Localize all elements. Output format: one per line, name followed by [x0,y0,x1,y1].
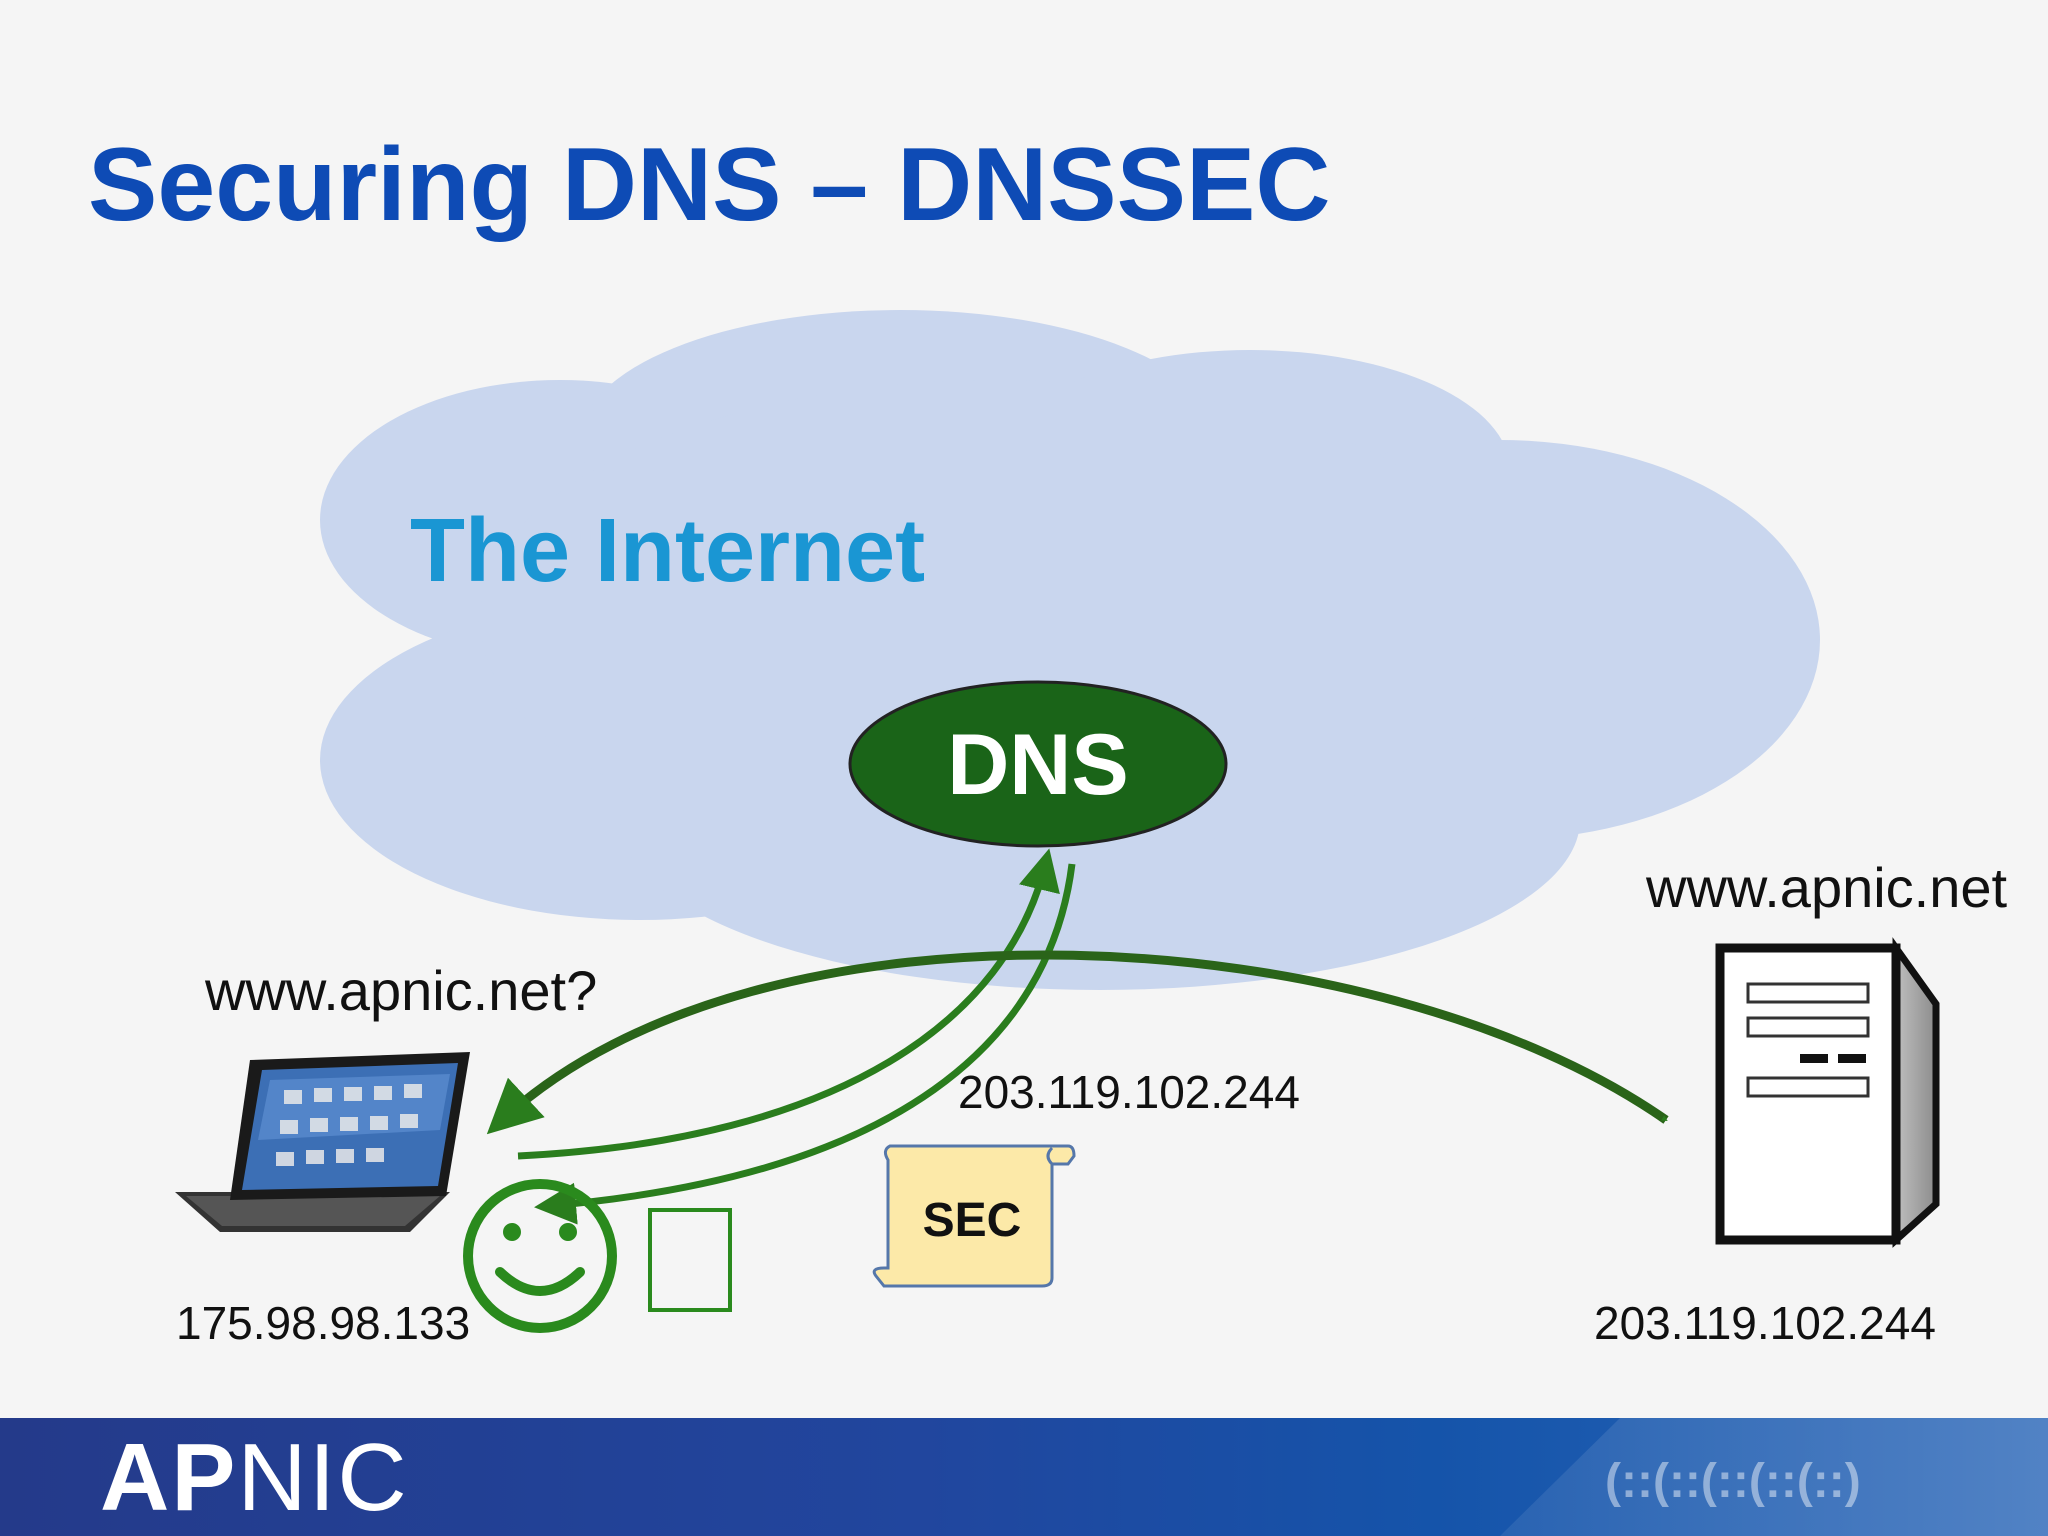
query-arrow [517,848,1060,1160]
dns-answer-ip-label: 203.119.102.244 [958,1066,1300,1118]
dns-node-label: DNS [947,717,1129,813]
apnic-logo: APNIC [100,1430,409,1526]
sec-scroll-badge [872,1144,1076,1288]
client-query-label: www.apnic.net? [205,959,598,1022]
response-arrow [534,863,1076,1225]
client-ip-label: 175.98.98.133 [176,1297,471,1349]
dns-server-node [848,680,1228,848]
connection-arrow [486,950,1669,1135]
tablet-device-icon [175,1052,470,1232]
apnic-logo-ap: AP [100,1424,238,1531]
apnic-logo-nic: NIC [237,1424,409,1531]
web-server-icon [1715,937,1940,1248]
slide-title: Securing DNS – DNSSEC [88,127,1331,243]
sec-badge-label: SEC [923,1194,1022,1247]
server-ip-label: 203.119.102.244 [1594,1297,1936,1349]
network-mark-logo: (::(::(::(::(::) [1605,1455,1861,1508]
cloud-label: The Internet [410,501,926,601]
smiley-face-icon [463,1179,617,1333]
server-hostname-label: www.apnic.net [1646,856,2008,919]
footer-bar: (::(::(::(::(::) [0,1418,2048,1536]
empty-checkbox-icon [648,1208,732,1312]
